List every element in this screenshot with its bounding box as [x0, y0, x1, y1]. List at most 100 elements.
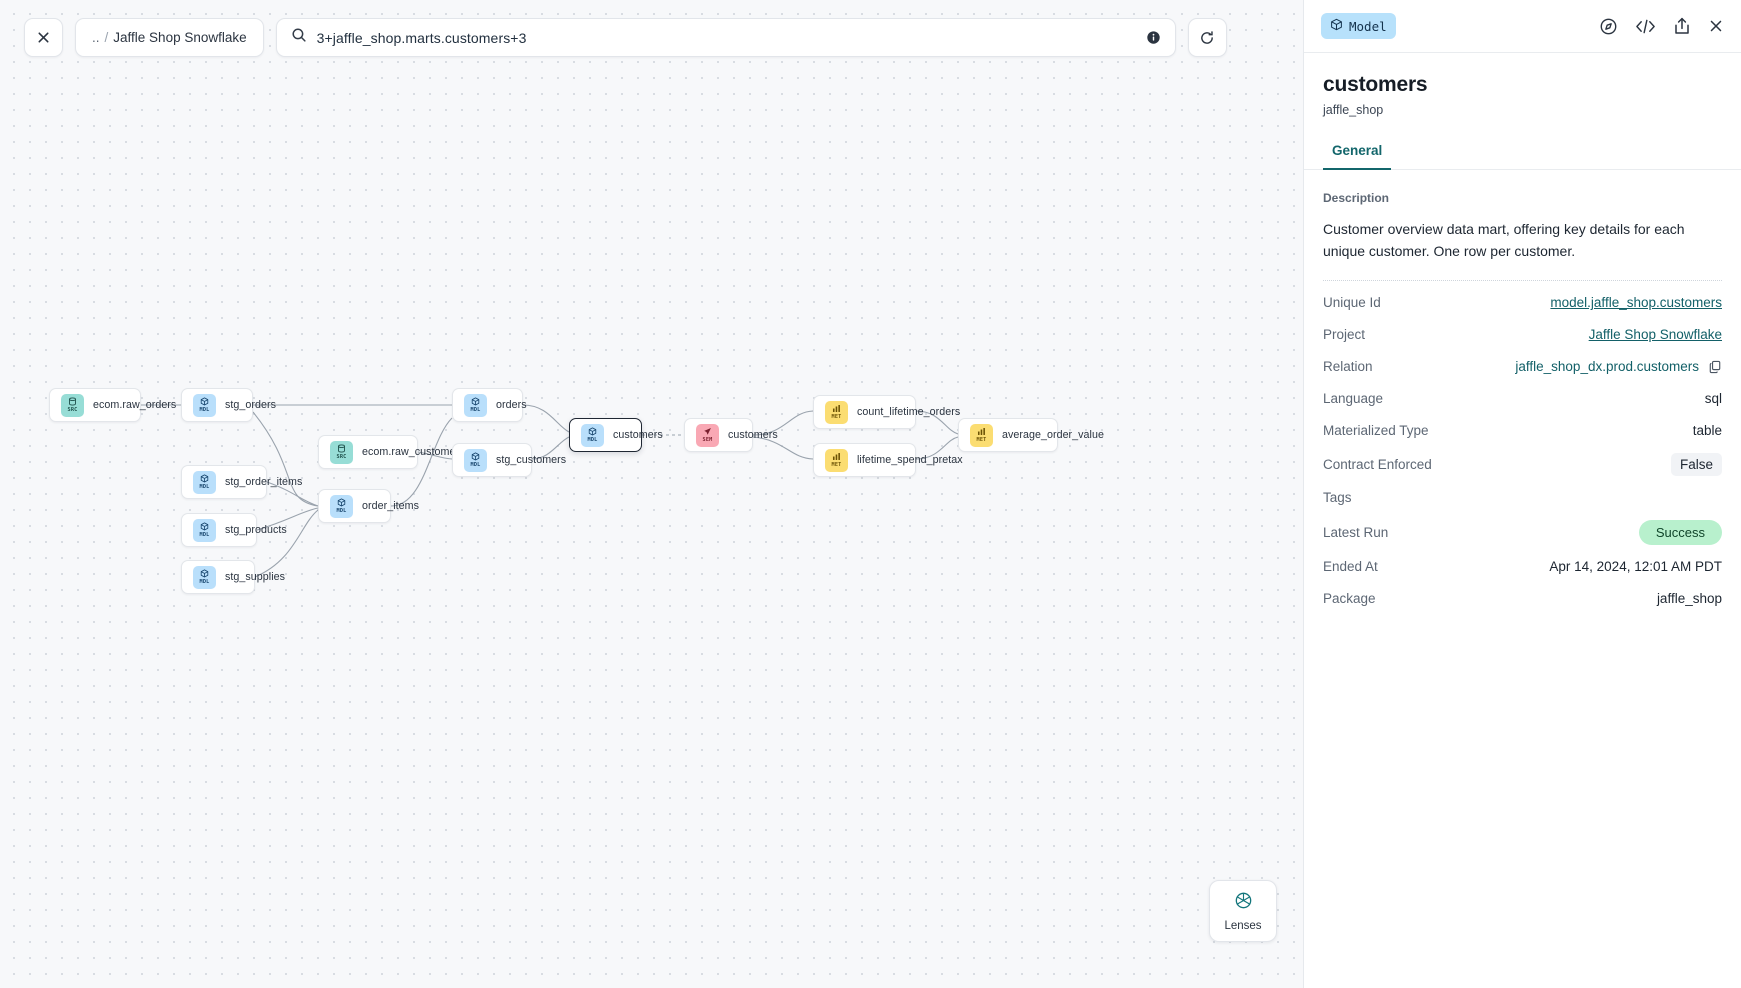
node-type-badge-mdl: MDL — [193, 393, 216, 417]
metadata-key: Unique Id — [1323, 295, 1381, 311]
close-icon[interactable] — [1708, 18, 1724, 34]
close-icon — [36, 30, 51, 45]
node-type-badge-src: SRC — [330, 440, 353, 464]
node-type-badge-src: SRC — [61, 393, 84, 417]
lineage-node[interactable]: MDL stg_orders — [181, 388, 276, 422]
lineage-node[interactable]: MDL stg_customers — [452, 443, 566, 477]
metadata-row: Unique Id model.jaffle_shop.customers — [1323, 287, 1722, 319]
metadata-key: Relation — [1323, 359, 1373, 375]
lineage-search-bar[interactable] — [275, 18, 1176, 57]
node-label: ecom.raw_customers — [362, 446, 465, 458]
lineage-node[interactable]: MDL orders — [452, 388, 527, 422]
aperture-icon — [1234, 891, 1253, 915]
node-label: lifetime_spend_pretax — [857, 454, 963, 466]
metadata-value-link[interactable]: jaffle_shop_dx.prod.customers — [1515, 359, 1699, 375]
node-type-badge-sem: SEM — [696, 423, 719, 447]
panel-header: Model — [1304, 0, 1741, 53]
description-label: Description — [1323, 191, 1390, 205]
metadata-value-link[interactable]: Jaffle Shop Snowflake — [1588, 327, 1722, 343]
node-label: stg_customers — [496, 454, 567, 466]
status-badge: Success — [1638, 519, 1722, 545]
panel-tabs: General — [1304, 143, 1741, 170]
search-input[interactable] — [316, 29, 1136, 46]
node-type-badge-mdl: MDL — [464, 393, 487, 417]
node-label: stg_order_items — [225, 476, 303, 488]
canvas-toolbar: .. / Jaffle Shop Snowflake — [24, 18, 1227, 57]
metadata-row: Project Jaffle Shop Snowflake — [1323, 319, 1722, 351]
metadata-value: sql — [1704, 391, 1722, 407]
breadcrumb-project-label: Jaffle Shop Snowflake — [113, 30, 247, 45]
refresh-icon — [1199, 30, 1215, 46]
lineage-node[interactable]: SRC ecom.raw_customers — [318, 435, 464, 469]
code-icon[interactable] — [1635, 17, 1656, 36]
metadata-key: Latest Run — [1323, 524, 1389, 540]
metadata-row: Latest Run Success — [1323, 514, 1722, 551]
details-panel: Model — [1303, 0, 1741, 988]
metadata-value: jaffle_shop — [1656, 591, 1722, 607]
metadata-key: Package — [1323, 591, 1376, 607]
breadcrumb-parent: .. — [92, 30, 100, 45]
lineage-node[interactable]: MDL stg_products — [181, 513, 287, 547]
metadata-row: Contract Enforced False — [1323, 447, 1722, 482]
refresh-lineage-button[interactable] — [1187, 18, 1227, 57]
page-title: customers — [1323, 73, 1428, 96]
copy-icon[interactable] — [1708, 360, 1722, 374]
node-type-badge-met: MET — [825, 448, 848, 472]
node-type-badge-met: MET — [825, 400, 848, 424]
info-icon[interactable] — [1146, 30, 1161, 45]
lineage-node[interactable]: MET count_lifetime_orders — [813, 395, 960, 429]
lineage-node[interactable]: MET lifetime_spend_pretax — [813, 443, 963, 477]
metadata-key: Contract Enforced — [1323, 456, 1432, 472]
breadcrumb-separator: / — [104, 30, 109, 45]
node-type-badge-mdl: MDL — [464, 448, 487, 472]
resource-type-label: Model — [1349, 18, 1387, 34]
description-text: Customer overview data mart, offering ke… — [1323, 221, 1685, 259]
node-label: orders — [496, 399, 527, 411]
node-label: average_order_value — [1002, 429, 1104, 441]
metadata-value-chip: False — [1670, 452, 1722, 476]
lenses-label: Lenses — [1224, 919, 1262, 932]
panel-body: Description Customer overview data mart,… — [1304, 170, 1741, 988]
metadata-row: Language sql — [1323, 383, 1722, 415]
metadata-value: table — [1692, 423, 1722, 439]
node-label: count_lifetime_orders — [857, 406, 961, 418]
metadata-key: Ended At — [1323, 559, 1378, 575]
lineage-canvas[interactable]: .. / Jaffle Shop Snowflake — [0, 0, 1303, 988]
tab-general[interactable]: General — [1323, 143, 1392, 170]
node-type-badge-mdl: MDL — [581, 423, 604, 447]
lenses-button[interactable]: Lenses — [1209, 880, 1277, 942]
resource-type-chip[interactable]: Model — [1321, 13, 1396, 39]
node-type-badge-mdl: MDL — [193, 470, 216, 494]
panel-subtitle: jaffle_shop — [1323, 103, 1384, 117]
breadcrumb[interactable]: .. / Jaffle Shop Snowflake — [75, 18, 264, 57]
compass-icon[interactable] — [1599, 17, 1618, 36]
metadata-key: Language — [1323, 391, 1384, 407]
metadata-key: Materialized Type — [1323, 423, 1429, 439]
metadata-value-link[interactable]: model.jaffle_shop.customers — [1550, 295, 1722, 311]
lineage-node[interactable]: MDL stg_order_items — [181, 465, 302, 499]
metadata-row: Package jaffle_shop — [1323, 583, 1722, 615]
search-icon — [291, 27, 307, 48]
lineage-node[interactable]: MDL stg_supplies — [181, 560, 285, 594]
section-divider — [1323, 279, 1722, 281]
node-label: stg_orders — [225, 399, 276, 411]
node-label: stg_products — [225, 524, 287, 536]
close-lineage-button[interactable] — [24, 18, 63, 57]
node-type-badge-mdl: MDL — [193, 518, 216, 542]
cube-icon — [1330, 18, 1343, 34]
node-label: stg_supplies — [225, 571, 286, 583]
panel-actions — [1599, 17, 1724, 36]
metadata-row: Materialized Type table — [1323, 415, 1722, 447]
node-label: order_items — [362, 500, 419, 512]
metadata-key: Project — [1323, 327, 1366, 343]
node-type-badge-mdl: MDL — [193, 565, 216, 589]
share-icon[interactable] — [1673, 17, 1691, 36]
metadata-key: Tags — [1323, 490, 1352, 506]
